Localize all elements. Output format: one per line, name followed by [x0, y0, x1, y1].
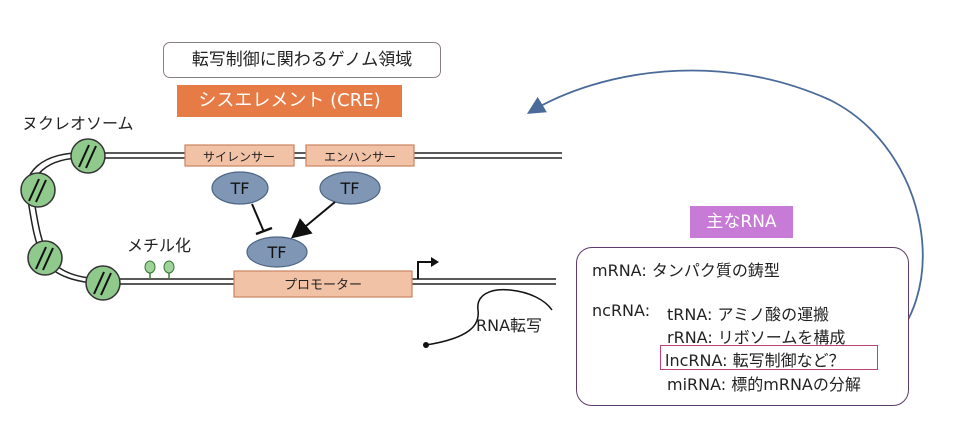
- repression-arrow: [251, 203, 273, 236]
- title-box: 転写制御に関わるゲノム領域: [163, 42, 441, 78]
- methyl-group-2: [163, 260, 175, 279]
- nucleosome-2: [20, 172, 56, 208]
- rna-panel: [576, 247, 909, 406]
- promoter-box: [233, 270, 413, 298]
- methylation-label: メチル化: [127, 236, 192, 255]
- dna-loop: [25, 152, 101, 285]
- nucleosome-label: ヌクレオソーム: [22, 114, 134, 133]
- tf-silencer-label: TF: [230, 179, 250, 198]
- nucleosome-4: [85, 265, 121, 301]
- tf-enhancer: TF: [319, 171, 381, 205]
- tf-promoter: TF: [246, 236, 308, 268]
- rna-panel-title: 主なRNA: [690, 206, 793, 238]
- activation-arrow: [290, 201, 336, 239]
- ncrna-prefix: ncRNA:: [592, 301, 651, 320]
- lncrna-line: lncRNA: 転写制御など？: [665, 351, 845, 370]
- tf-promoter-label: TF: [267, 243, 287, 262]
- trna-line: tRNA: アミノ酸の運搬: [667, 305, 830, 324]
- methyl-group-1: [144, 260, 156, 279]
- rna-transcript: [423, 288, 553, 348]
- silencer-label: サイレンサー: [203, 150, 275, 164]
- enhancer-label: エンハンサー: [324, 150, 396, 164]
- enhancer-box: [305, 144, 415, 167]
- lncrna-regulation-arrow: [526, 69, 924, 358]
- cre-label: シスエレメント (CRE): [177, 85, 402, 117]
- rrna-line: rRNA: リボソームを構成: [667, 328, 846, 347]
- tf-enhancer-label: TF: [340, 179, 360, 198]
- nucleosome-1: [70, 138, 106, 174]
- mirna-line: miRNA: 標的mRNAの分解: [667, 375, 861, 394]
- silencer-box: [184, 144, 295, 167]
- transcription-start-arrow: [417, 257, 439, 279]
- mrna-line: mRNA: タンパク質の鋳型: [592, 261, 780, 280]
- transcription-label: RNA転写: [476, 316, 543, 335]
- lncrna-highlight: [660, 345, 878, 370]
- promoter-label: プロモーター: [284, 278, 362, 293]
- nucleosome-3: [27, 240, 63, 276]
- tf-silencer: TF: [211, 171, 269, 205]
